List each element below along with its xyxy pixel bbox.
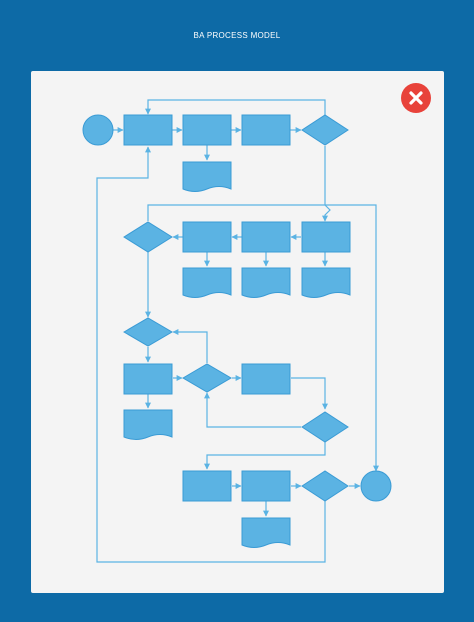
- connector: [204, 442, 326, 470]
- decision-diamond: [301, 114, 349, 146]
- document-shape: [241, 267, 291, 298]
- document-shape: [182, 161, 232, 192]
- decision-diamond: [182, 363, 232, 393]
- shapes: [82, 114, 392, 548]
- process-box: [123, 114, 173, 146]
- connectors: [96, 99, 379, 563]
- decision-diamond: [123, 317, 173, 347]
- process-box: [241, 221, 291, 253]
- process-box: [182, 221, 232, 253]
- document-shape: [301, 267, 351, 298]
- process-box: [241, 470, 291, 502]
- connector: [322, 146, 331, 222]
- document-shape: [123, 409, 173, 440]
- connector: [291, 377, 328, 410]
- connector: [147, 204, 379, 472]
- decision-diamond: [123, 221, 173, 253]
- start-terminator: [82, 114, 114, 146]
- document-shape: [241, 517, 291, 548]
- process-box: [182, 114, 232, 146]
- process-box: [241, 114, 291, 146]
- process-box: [123, 363, 173, 395]
- decision-diamond: [301, 470, 349, 502]
- page-title: BA PROCESS MODEL: [193, 31, 281, 40]
- close-icon: [409, 91, 423, 105]
- end-terminator: [360, 470, 392, 502]
- process-box: [182, 470, 232, 502]
- connector: [96, 146, 326, 563]
- document-shape: [182, 267, 232, 298]
- connector: [172, 329, 208, 363]
- connector: [145, 99, 326, 115]
- connector: [204, 392, 301, 428]
- decision-diamond: [301, 411, 349, 443]
- close-button[interactable]: [401, 83, 431, 113]
- process-box: [301, 221, 351, 253]
- diagram-canvas: [31, 71, 444, 593]
- process-box: [241, 363, 291, 395]
